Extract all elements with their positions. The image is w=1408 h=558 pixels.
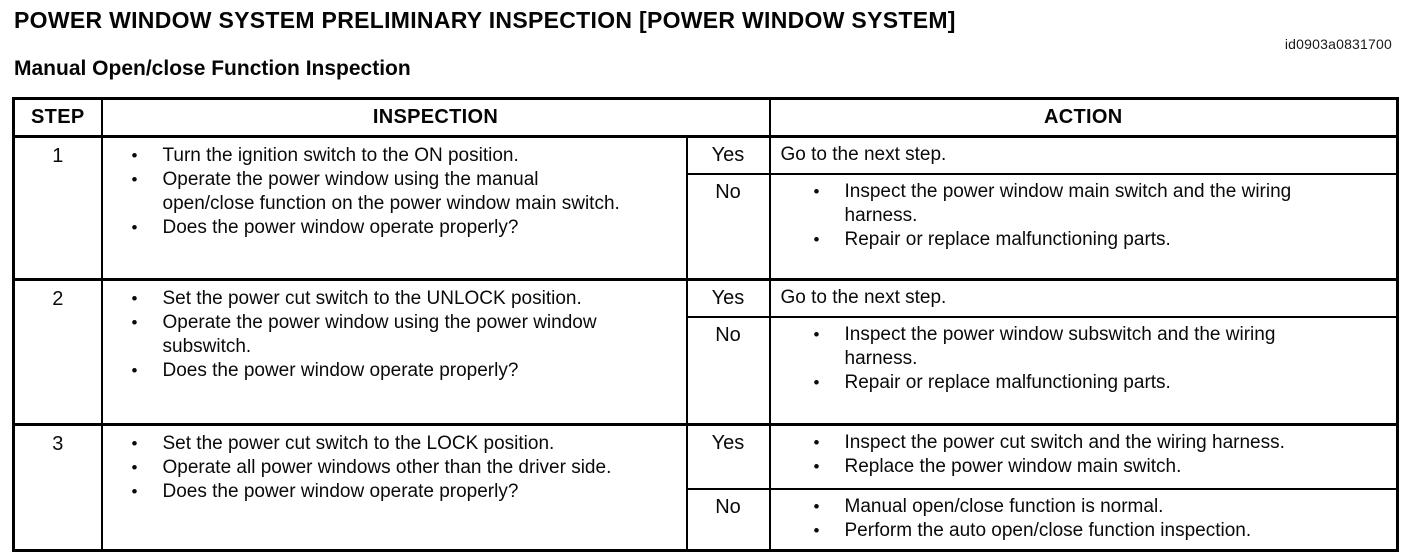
inspection-bullet-line: • Operate the power window using the pow… bbox=[127, 311, 678, 359]
column-header-step: STEP bbox=[12, 97, 103, 138]
table-row: 2 • Set the power cut switch to the UNLO… bbox=[12, 278, 1399, 426]
action-text: Inspect the power window subswitch and t… bbox=[844, 323, 1276, 369]
bullet-icon: • bbox=[813, 229, 820, 249]
action-bullet-line: • Replace the power window main switch. bbox=[809, 455, 1389, 479]
inspection-table: STEP INSPECTION ACTION 1 • Turn the igni… bbox=[12, 97, 1399, 552]
action-text: Manual open/close function is normal. bbox=[844, 495, 1164, 517]
inspection-cell: • Set the power cut switch to the LOCK p… bbox=[100, 423, 688, 552]
table-row: 1 • Turn the ignition switch to the ON p… bbox=[12, 135, 1399, 281]
step-number-cell: 1 bbox=[12, 135, 103, 281]
step-number-cell: 3 bbox=[12, 423, 103, 552]
answer-cell: No bbox=[685, 315, 771, 426]
inspection-bullet-line: • Does the power window operate properly… bbox=[127, 216, 678, 240]
step-number-cell: 2 bbox=[12, 278, 103, 426]
action-bullet-line: • Repair or replace malfunctioning parts… bbox=[809, 228, 1389, 252]
inspection-text: Operate the power window using the power… bbox=[162, 312, 597, 357]
action-cell: • Inspect the power cut switch and the w… bbox=[768, 423, 1399, 490]
action-bullet-line: • Inspect the power cut switch and the w… bbox=[809, 431, 1389, 455]
answer-cell: Yes bbox=[685, 135, 771, 175]
bullet-icon: • bbox=[813, 324, 820, 344]
action-text: Go to the next step. bbox=[780, 287, 947, 308]
section-subtitle: Manual Open/close Function Inspection bbox=[14, 57, 411, 80]
bullet-icon: • bbox=[131, 434, 138, 453]
inspection-cell: • Turn the ignition switch to the ON pos… bbox=[100, 135, 688, 281]
bullet-icon: • bbox=[813, 372, 820, 392]
column-header-action: ACTION bbox=[768, 97, 1399, 138]
inspection-text: Does the power window operate properly? bbox=[162, 481, 519, 502]
action-cell: • Inspect the power window subswitch and… bbox=[768, 315, 1399, 426]
table-row: 3 • Set the power cut switch to the LOCK… bbox=[12, 423, 1399, 552]
action-text: Perform the auto open/close function ins… bbox=[844, 519, 1252, 541]
answer-cell: No bbox=[685, 172, 771, 281]
inspection-text: Turn the ignition switch to the ON posit… bbox=[162, 145, 519, 166]
answer-cell: No bbox=[685, 487, 771, 552]
inspection-text: Operate all power windows other than the… bbox=[162, 457, 612, 478]
inspection-cell: • Set the power cut switch to the UNLOCK… bbox=[100, 278, 688, 426]
bullet-icon: • bbox=[813, 181, 820, 201]
action-cell: Go to the next step. bbox=[768, 278, 1399, 318]
bullet-icon: • bbox=[131, 289, 138, 308]
action-cell: • Manual open/close function is normal. … bbox=[768, 487, 1399, 552]
inspection-text: Does the power window operate properly? bbox=[162, 217, 519, 238]
table-row: No • Inspect the power window subswitch … bbox=[14, 315, 1399, 426]
action-bullet-line: • Inspect the power window subswitch and… bbox=[809, 323, 1389, 371]
column-header-inspection: INSPECTION bbox=[100, 97, 771, 138]
inspection-text: Does the power window operate properly? bbox=[162, 360, 519, 381]
action-bullet-line: • Manual open/close function is normal. bbox=[809, 495, 1389, 519]
action-bullet-line: • Inspect the power window main switch a… bbox=[809, 180, 1389, 228]
inspection-text: Set the power cut switch to the UNLOCK p… bbox=[162, 288, 582, 309]
table-row: No • Inspect the power window main switc… bbox=[14, 172, 1399, 281]
doc-id: id0903a0831700 bbox=[1284, 36, 1392, 52]
table-header-row: STEP INSPECTION ACTION bbox=[12, 97, 1399, 138]
bullet-icon: • bbox=[131, 458, 138, 477]
inspection-bullet-line: • Does the power window operate properly… bbox=[127, 480, 678, 504]
page-title: POWER WINDOW SYSTEM PRELIMINARY INSPECTI… bbox=[14, 7, 956, 33]
inspection-text: Set the power cut switch to the LOCK pos… bbox=[162, 433, 555, 454]
bullet-icon: • bbox=[131, 482, 138, 501]
inspection-bullet-line: • Set the power cut switch to the UNLOCK… bbox=[127, 287, 678, 311]
bullet-icon: • bbox=[131, 313, 138, 332]
inspection-bullet-line: • Operate all power windows other than t… bbox=[127, 456, 678, 480]
bullet-icon: • bbox=[131, 361, 138, 380]
action-text: Go to the next step. bbox=[780, 144, 947, 165]
action-text: Inspect the power cut switch and the wir… bbox=[844, 432, 1285, 453]
action-bullet-line: • Perform the auto open/close function i… bbox=[809, 519, 1389, 543]
action-cell: Go to the next step. bbox=[768, 135, 1399, 175]
bullet-icon: • bbox=[131, 170, 138, 189]
action-text: Replace the power window main switch. bbox=[844, 456, 1182, 477]
table-row: No • Manual open/close function is norma… bbox=[14, 487, 1399, 552]
bullet-icon: • bbox=[813, 433, 820, 452]
action-cell: • Inspect the power window main switch a… bbox=[768, 172, 1399, 281]
bullet-icon: • bbox=[813, 520, 820, 540]
bullet-icon: • bbox=[813, 496, 820, 516]
inspection-bullet-line: • Set the power cut switch to the LOCK p… bbox=[127, 432, 678, 456]
answer-cell: Yes bbox=[685, 423, 771, 490]
inspection-text: Operate the power window using the manua… bbox=[162, 169, 620, 214]
action-text: Repair or replace malfunctioning parts. bbox=[844, 371, 1171, 393]
action-text: Inspect the power window main switch and… bbox=[844, 180, 1292, 226]
action-text: Repair or replace malfunctioning parts. bbox=[844, 228, 1171, 250]
bullet-icon: • bbox=[131, 218, 138, 237]
bullet-icon: • bbox=[813, 457, 820, 476]
inspection-bullet-line: • Does the power window operate properly… bbox=[127, 359, 678, 383]
inspection-bullet-line: • Turn the ignition switch to the ON pos… bbox=[127, 144, 678, 168]
answer-cell: Yes bbox=[685, 278, 771, 318]
inspection-bullet-line: • Operate the power window using the man… bbox=[127, 168, 678, 216]
bullet-icon: • bbox=[131, 146, 138, 165]
action-bullet-line: • Repair or replace malfunctioning parts… bbox=[809, 371, 1389, 395]
